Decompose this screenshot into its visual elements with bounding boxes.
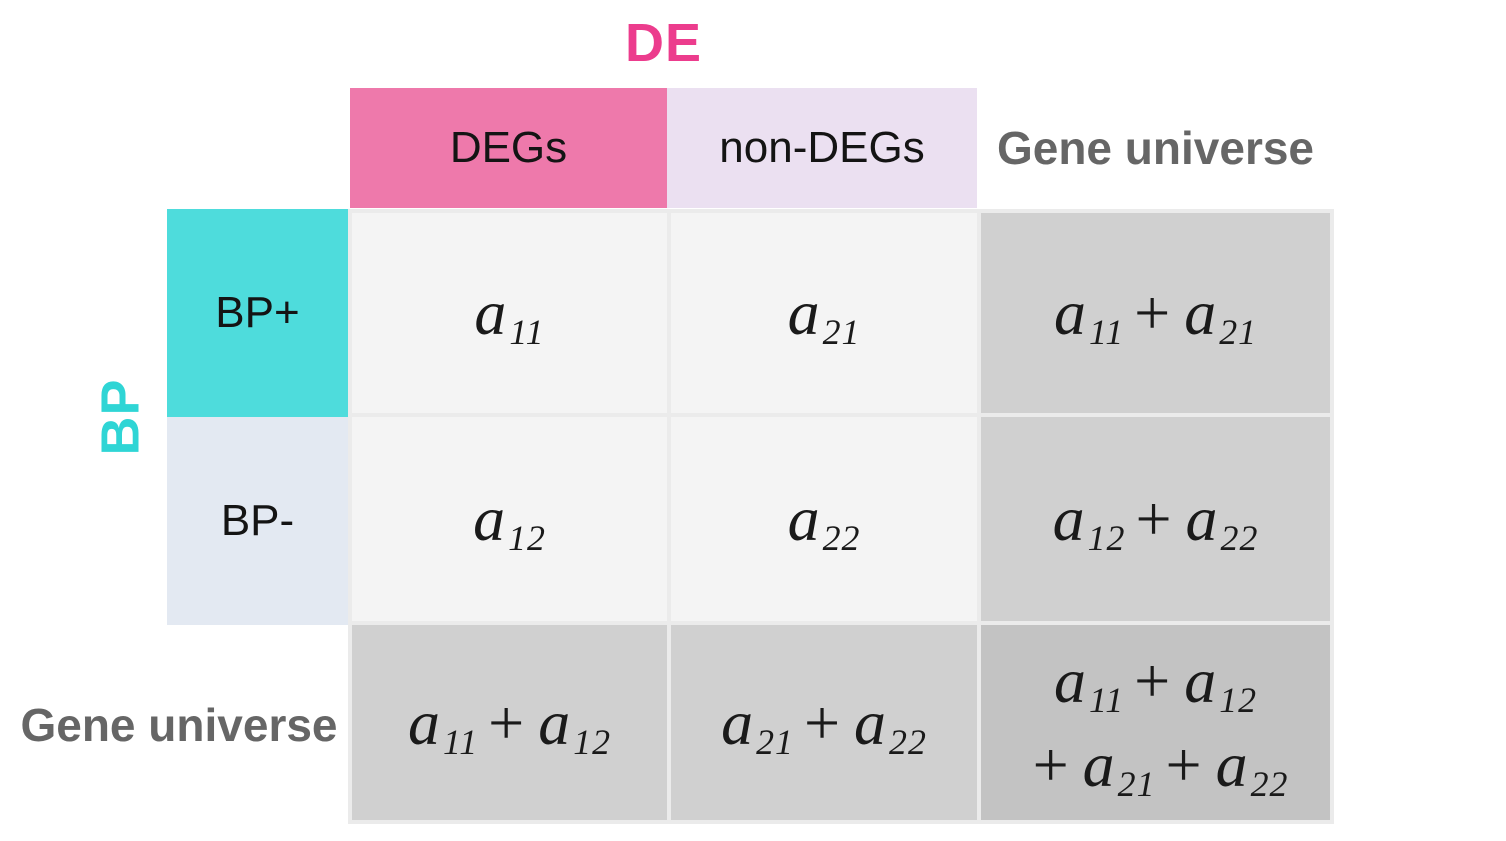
bp-axis-label: BP bbox=[90, 378, 151, 456]
de-axis-label: DE bbox=[624, 13, 702, 73]
row-header-bp-plus: BP+ bbox=[167, 209, 348, 417]
column-header-non-degs: non-DEGs bbox=[667, 88, 977, 208]
table-body: a11 a21 a11+a21 a12 a22 a12+a22 a11+a12 … bbox=[348, 209, 1334, 824]
cell-a21: a21 bbox=[671, 213, 977, 413]
cell-col1-total: a11+a12 bbox=[352, 625, 667, 820]
cell-a12: a12 bbox=[352, 417, 667, 621]
cell-row2-total: a12+a22 bbox=[981, 417, 1330, 621]
row-header-gene-universe: Gene universe bbox=[20, 698, 338, 751]
cell-grand-total: a11+a12+a21+a22 bbox=[981, 625, 1330, 820]
column-header-gene-universe: Gene universe bbox=[996, 122, 1315, 174]
cell-row1-total: a11+a21 bbox=[981, 213, 1330, 413]
cell-a11: a11 bbox=[352, 213, 667, 413]
cell-a22: a22 bbox=[671, 417, 977, 621]
column-header-degs: DEGs bbox=[350, 88, 667, 208]
row-header-bp-minus: BP- bbox=[167, 417, 348, 625]
cell-col2-total: a21+a22 bbox=[671, 625, 977, 820]
bp-axis-label-box: BP bbox=[82, 209, 160, 625]
